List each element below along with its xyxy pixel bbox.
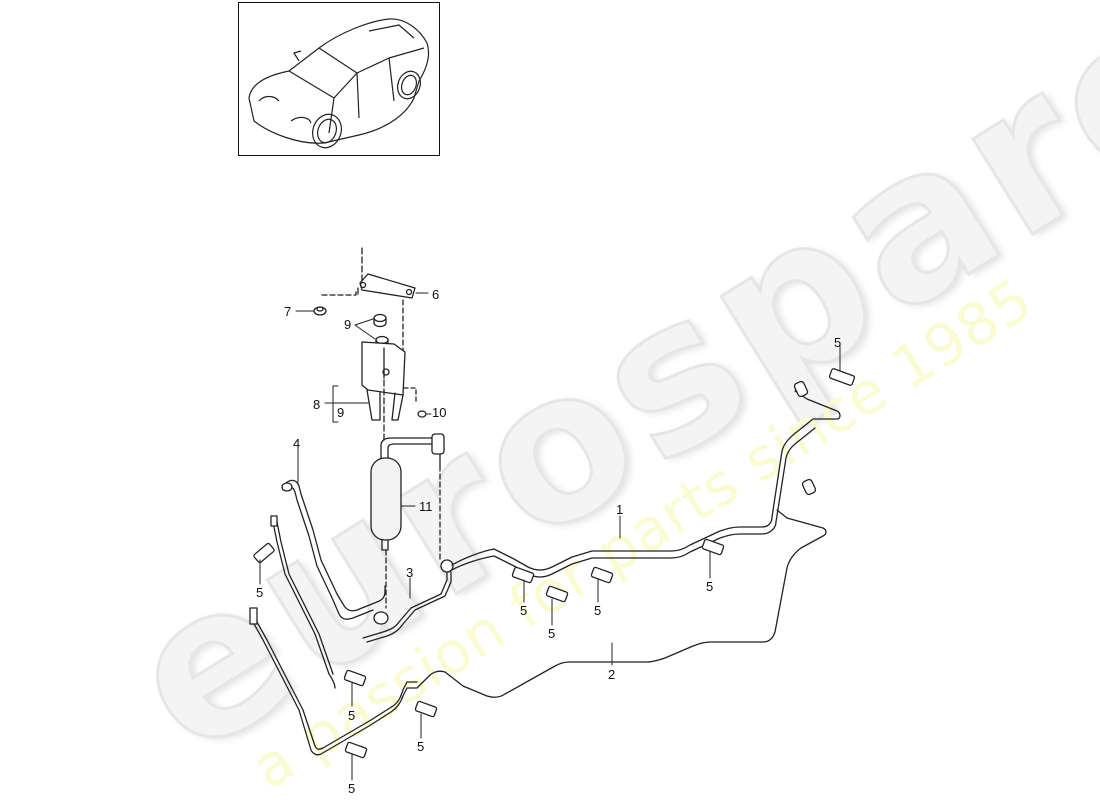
callout-5[interactable]: 5 xyxy=(348,708,356,723)
callout-7[interactable]: 7 xyxy=(284,304,292,319)
callout-10[interactable]: 10 xyxy=(432,405,447,420)
callout-2[interactable]: 2 xyxy=(608,667,616,682)
callout-9-bracket[interactable]: 9 xyxy=(337,405,345,420)
callout-11[interactable]: 11 xyxy=(419,499,433,514)
callout-5[interactable]: 5 xyxy=(520,603,528,618)
fuel-line-1-part xyxy=(451,380,841,578)
callout-3[interactable]: 3 xyxy=(406,565,414,580)
leader-lines xyxy=(259,292,841,781)
callout-5[interactable]: 5 xyxy=(348,781,356,796)
callout-4[interactable]: 4 xyxy=(293,436,301,451)
fuel-line-2-part xyxy=(249,478,827,756)
callout-8[interactable]: 8 xyxy=(313,397,321,412)
left-pipe-part xyxy=(270,515,336,689)
callout-1[interactable]: 1 xyxy=(616,502,624,517)
car-icon xyxy=(248,18,430,149)
vehicle-thumbnail xyxy=(238,2,440,156)
callout-5[interactable]: 5 xyxy=(256,585,264,600)
callout-5[interactable]: 5 xyxy=(706,579,714,594)
callout-9[interactable]: 9 xyxy=(344,317,352,332)
hose-4-part xyxy=(281,479,386,620)
callout-6[interactable]: 6 xyxy=(432,287,440,302)
nut-10-part xyxy=(417,410,427,418)
callout-5[interactable]: 5 xyxy=(594,603,602,618)
nut-7-part xyxy=(313,306,327,316)
callout-5[interactable]: 5 xyxy=(548,626,556,641)
hose-3-part xyxy=(362,559,454,643)
bracket-part xyxy=(361,341,417,441)
callout-5[interactable]: 5 xyxy=(417,739,425,754)
filter-canister-part xyxy=(370,433,445,609)
callout-5[interactable]: 5 xyxy=(834,335,842,350)
line-clips xyxy=(253,368,856,759)
